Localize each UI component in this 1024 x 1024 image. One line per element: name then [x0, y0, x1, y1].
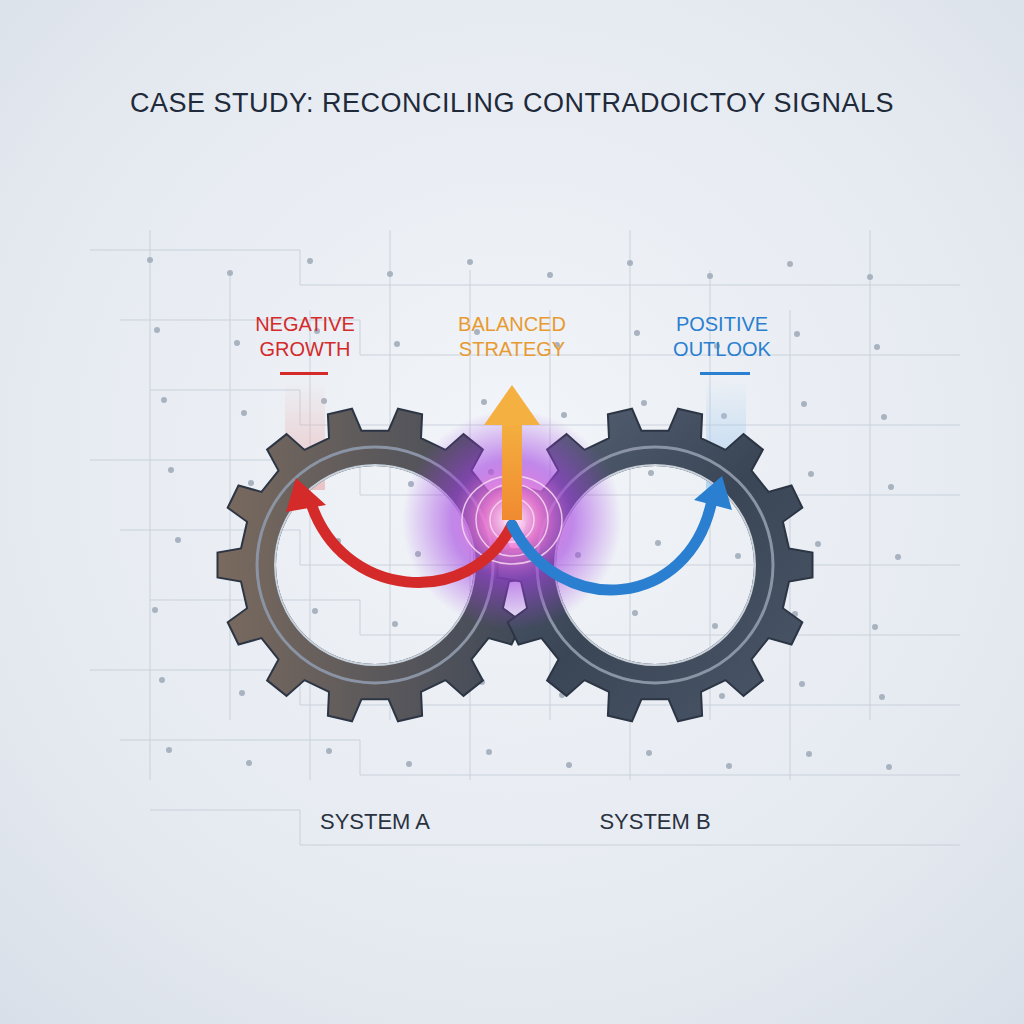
signal-label: POSITIVE OUTLOOK [637, 312, 807, 362]
system-label: SYSTEM A [320, 809, 430, 835]
system-label: SYSTEM B [599, 809, 710, 835]
title: CASE STUDY: RECONCILING CONTRADOICTOY SI… [0, 88, 1024, 119]
gear-system: SYSTEM A [215, 405, 535, 835]
signal-label: NEGATIVE GROWTH [220, 312, 390, 362]
signal-label: BALANCED STRATEGY [427, 312, 597, 362]
gear-system: SYSTEM B [495, 405, 815, 835]
